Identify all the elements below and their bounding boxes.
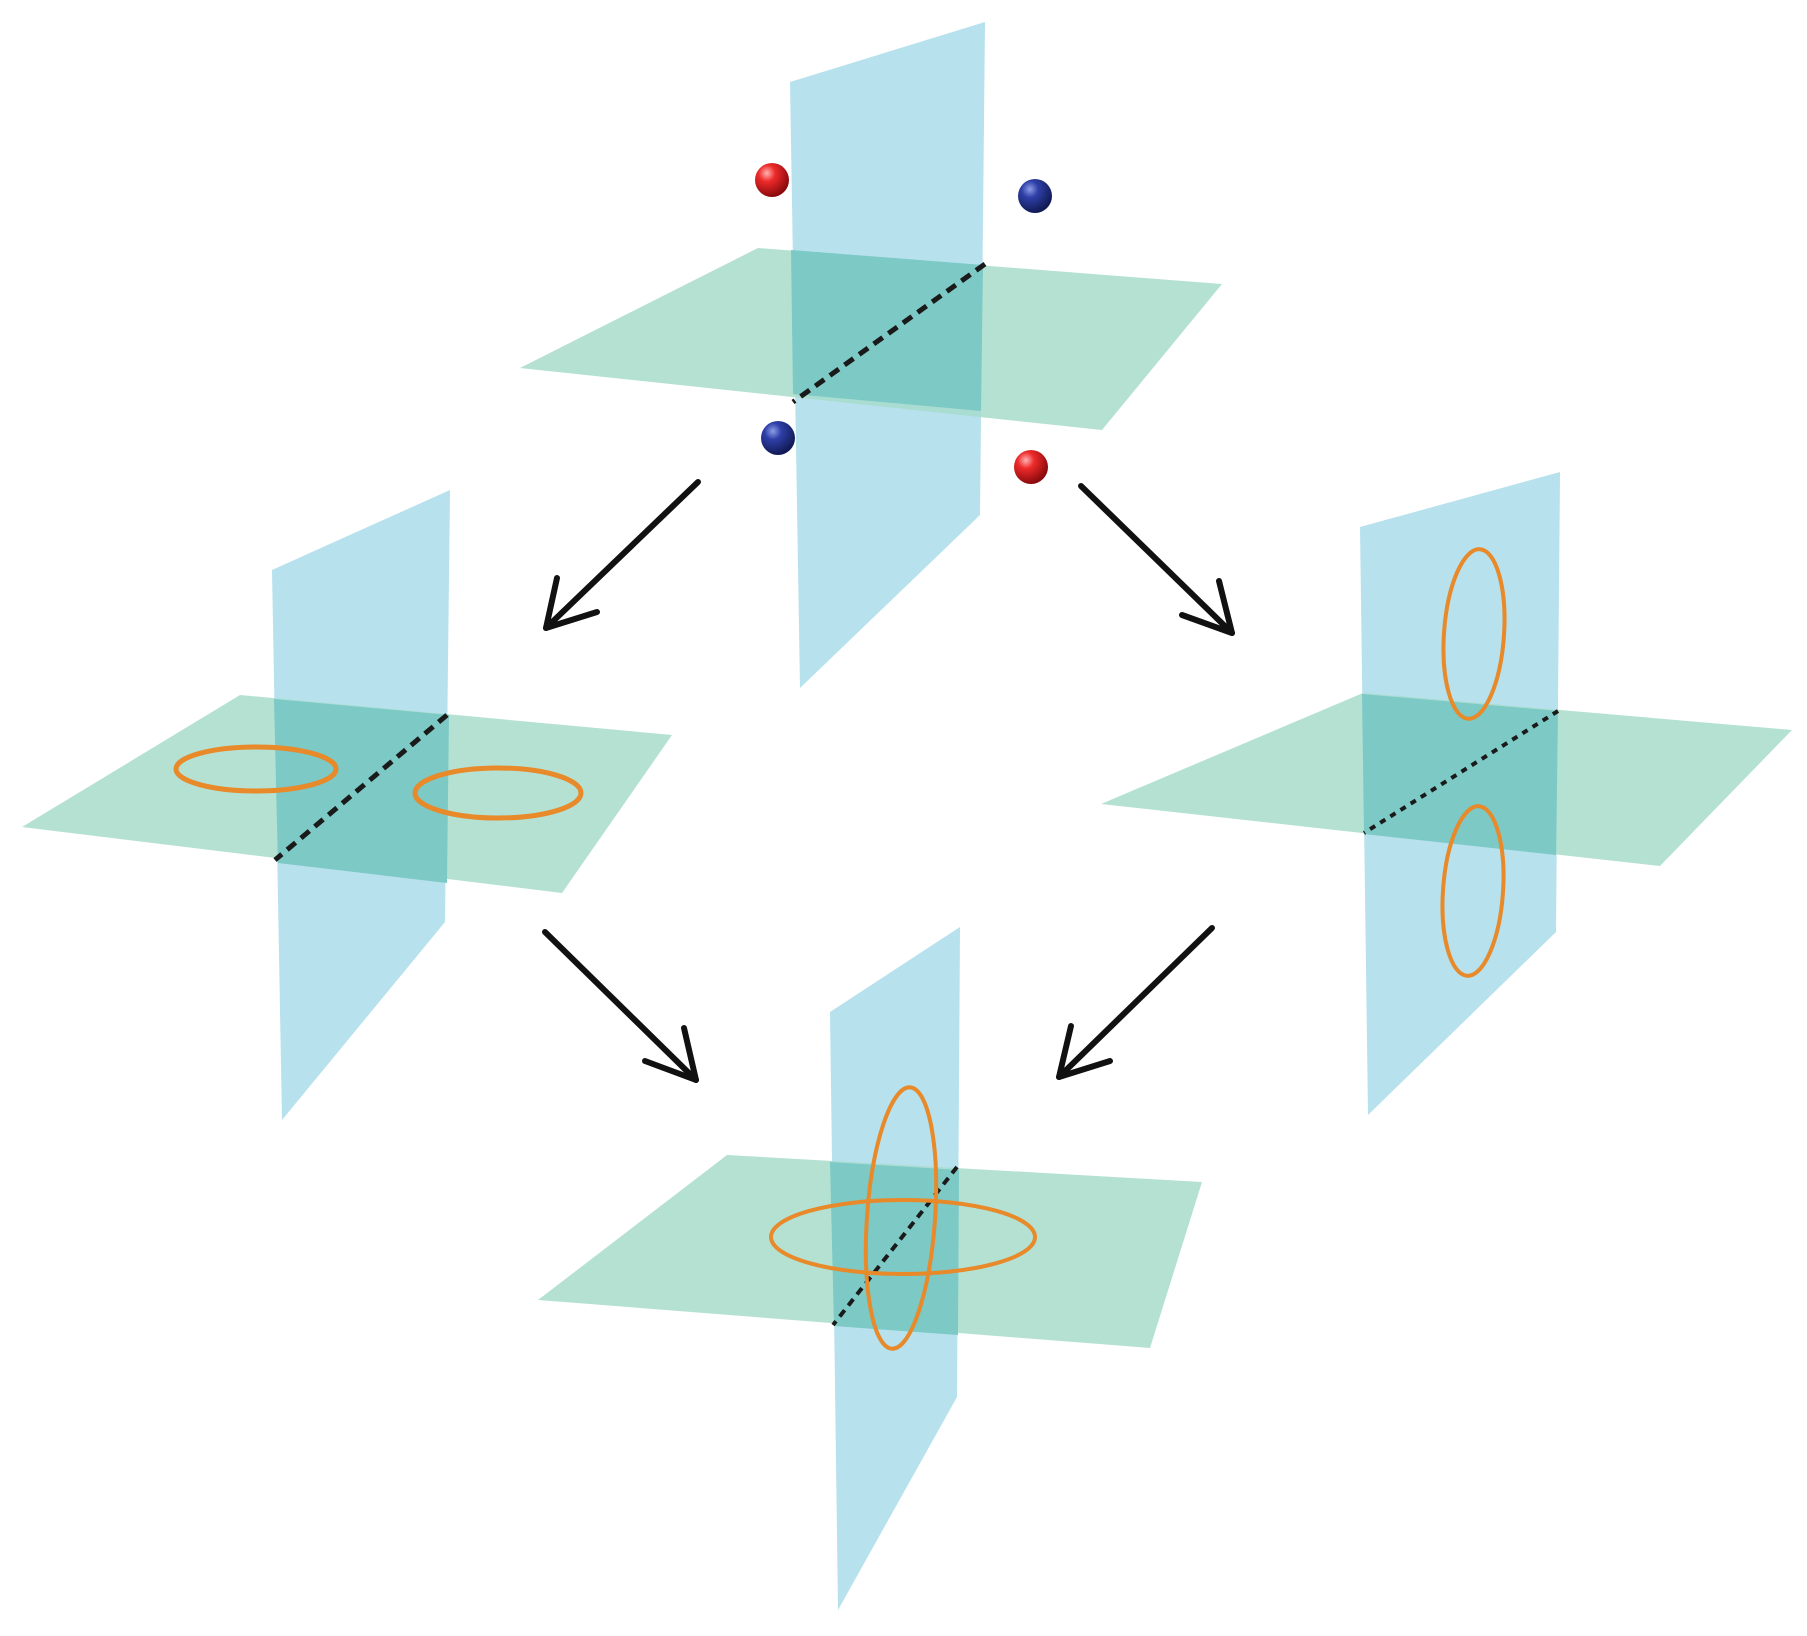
orange-ring [1441, 547, 1507, 721]
panel-left [22, 490, 672, 1120]
intersection-line [1362, 709, 1560, 835]
orange-ring [769, 1198, 1037, 1276]
intersection-line [273, 713, 449, 862]
plane-overlap [1362, 694, 1558, 855]
negative-charge [1018, 179, 1052, 213]
negative-charge [761, 421, 795, 455]
intersection-line [791, 261, 987, 405]
plane-overlap [274, 699, 449, 883]
panel-right [1101, 472, 1792, 1115]
panel-top [520, 22, 1222, 688]
orange-ring [412, 765, 584, 821]
arrow-right-to-bottom [1056, 925, 1215, 1080]
plane-overlap [791, 250, 983, 411]
positive-charge [1014, 450, 1048, 484]
positive-charge [755, 163, 789, 197]
arrow-left-to-bottom [542, 929, 699, 1083]
arrow-top-to-right [1078, 483, 1235, 636]
arrow-top-to-left [543, 479, 701, 631]
orange-ring [863, 1085, 939, 1351]
orange-ring [173, 744, 339, 794]
orange-ring [1440, 804, 1506, 978]
panel-bottom [538, 927, 1202, 1610]
